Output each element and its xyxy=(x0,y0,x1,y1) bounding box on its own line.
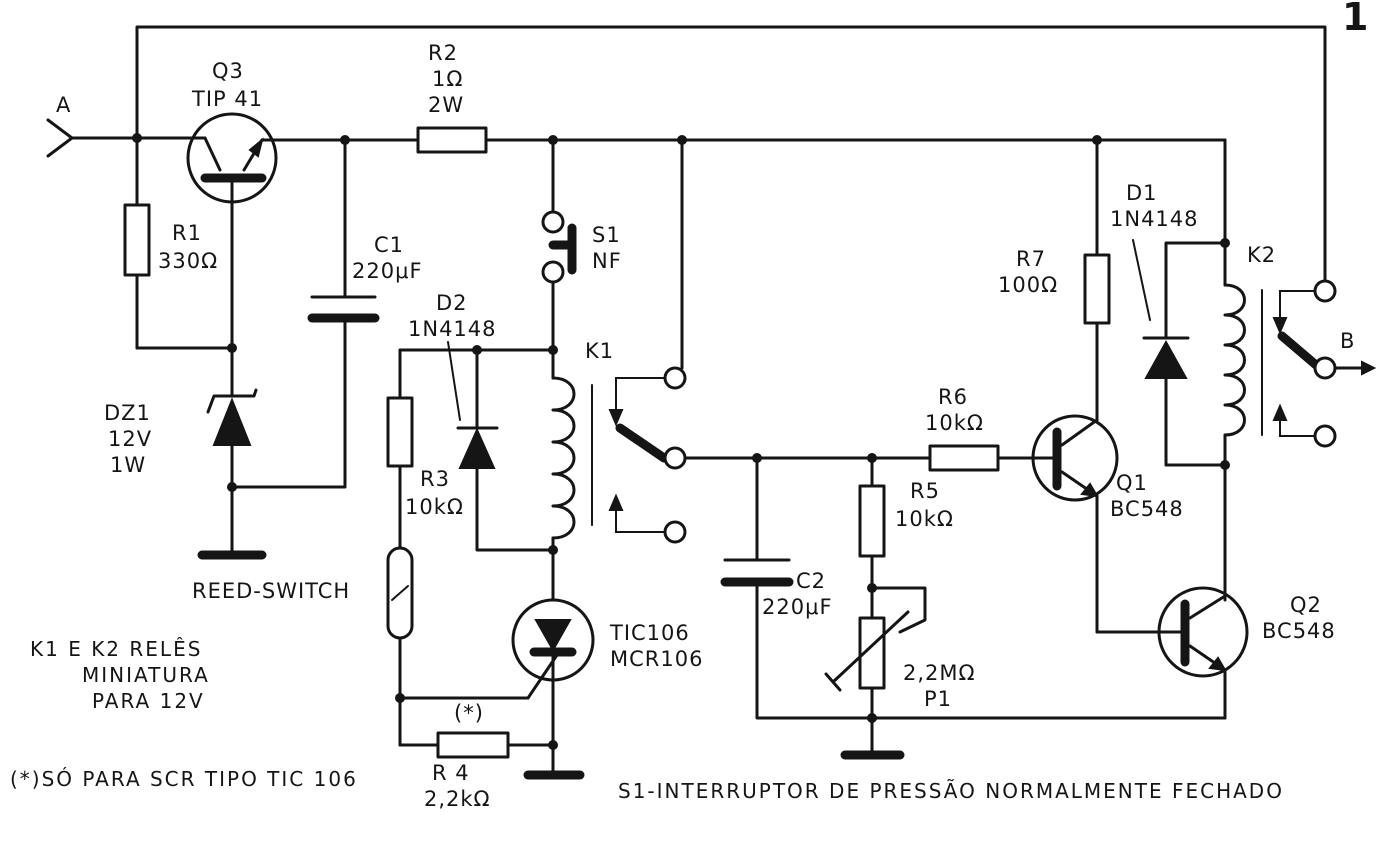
scr-value: MCR106 xyxy=(610,647,703,671)
note-relays-line2: MINIATURA xyxy=(82,663,210,687)
resistor-r5: R5 10kΩ xyxy=(858,456,954,620)
r1-ref: R1 xyxy=(172,221,202,245)
potentiometer-p1: 2,2MΩ P1 xyxy=(824,586,976,757)
q2-ref: Q2 xyxy=(1290,593,1322,617)
r4-mark: (*) xyxy=(454,701,484,725)
resistor-r2: R2 1Ω 2W xyxy=(343,41,1227,154)
r2-power: 2W xyxy=(428,93,464,117)
r1-value: 330Ω xyxy=(158,249,218,273)
input-a-terminal: A xyxy=(46,93,139,158)
note-relays-line3: PARA 12V xyxy=(92,689,205,713)
capacitor-c2: C2 220μF xyxy=(720,456,1227,720)
dz1-ref: DZ1 xyxy=(104,401,151,425)
top-wire xyxy=(135,25,1327,282)
switch-s1: S1 NF xyxy=(541,138,622,352)
transistor-q3: Q3 TIP 41 xyxy=(186,59,278,207)
resistor-r6: R6 10kΩ xyxy=(925,385,1057,472)
r5-value: 10kΩ xyxy=(895,507,954,531)
r2-value: 1Ω xyxy=(432,67,463,91)
d1-value: 1N4148 xyxy=(1110,207,1199,231)
note-scr: (*)SÓ PARA SCR TIPO TIC 106 xyxy=(10,767,358,791)
node-b-label: B xyxy=(1340,329,1355,353)
note-relays-line1: K1 E K2 RELÊS xyxy=(30,637,202,661)
r3-ref: R3 xyxy=(420,467,450,491)
p1-value: 2,2MΩ xyxy=(903,661,976,685)
r4-value: 2,2kΩ xyxy=(424,787,491,811)
r7-value: 100Ω xyxy=(998,273,1058,297)
r6-value: 10kΩ xyxy=(925,411,984,435)
resistor-r1: R1 330Ω xyxy=(123,136,218,350)
figure-number: 1 xyxy=(1342,0,1368,39)
d1-ref: D1 xyxy=(1126,181,1158,205)
transistor-q2: Q2 BC548 xyxy=(1157,463,1336,720)
note-s1: S1-INTERRUPTOR DE PRESSÃO NORMALMENTE FE… xyxy=(618,779,1284,803)
q1-value: BC548 xyxy=(1110,497,1184,521)
d2-value: 1N4148 xyxy=(408,317,497,341)
k2-ref: K2 xyxy=(1247,243,1276,267)
reed-switch-label: REED-SWITCH xyxy=(192,579,350,603)
r7-ref: R7 xyxy=(1016,247,1046,271)
s1-ref: S1 xyxy=(592,223,621,247)
diode-d2: D2 1N4148 xyxy=(408,291,555,552)
c1-ref: C1 xyxy=(374,233,404,257)
r6-ref: R6 xyxy=(938,385,968,409)
junction-dots xyxy=(132,133,1230,750)
q3-value: TIP 41 xyxy=(191,87,263,111)
transistor-q1: Q1 BC548 xyxy=(1031,414,1184,634)
q2-value: BC548 xyxy=(1262,619,1336,643)
r3-value: 10kΩ xyxy=(405,495,464,519)
c2-value: 220μF xyxy=(762,595,833,619)
dz1-power: 1W xyxy=(110,453,146,477)
resistor-r4: (*) R 4 2,2kΩ xyxy=(398,701,555,811)
reed-switch: REED-SWITCH xyxy=(192,546,414,747)
s1-value: NF xyxy=(592,249,622,273)
q3-ref: Q3 xyxy=(212,59,244,83)
capacitor-c1: C1 220μF xyxy=(230,138,423,489)
resistor-r7: R7 100Ω xyxy=(998,138,1111,422)
scr-ref: TIC106 xyxy=(609,621,690,645)
diode-d1: D1 1N4148 xyxy=(1110,138,1227,467)
k1-ref: K1 xyxy=(585,339,614,363)
notes: K1 E K2 RELÊS MINIATURA PARA 12V (*)SÓ P… xyxy=(10,637,1284,803)
relay-k2: K2 B xyxy=(1223,241,1377,467)
zener-dz1: DZ1 12V 1W xyxy=(104,346,258,557)
r5-ref: R5 xyxy=(910,479,940,503)
resistor-r3: R3 10kΩ xyxy=(386,348,464,550)
r2-ref: R2 xyxy=(428,41,458,65)
c2-ref: C2 xyxy=(796,569,826,593)
c1-value: 220μF xyxy=(352,259,423,283)
p1-ref: P1 xyxy=(924,687,952,711)
r4-ref: R 4 xyxy=(432,761,470,785)
scr-tic106: TIC106 MCR106 xyxy=(398,548,703,722)
dz1-value: 12V xyxy=(108,427,152,451)
q1-ref: Q1 xyxy=(1116,471,1148,495)
relay-k1: K1 xyxy=(551,138,687,552)
d2-ref: D2 xyxy=(436,291,468,315)
node-a-label: A xyxy=(56,93,71,117)
